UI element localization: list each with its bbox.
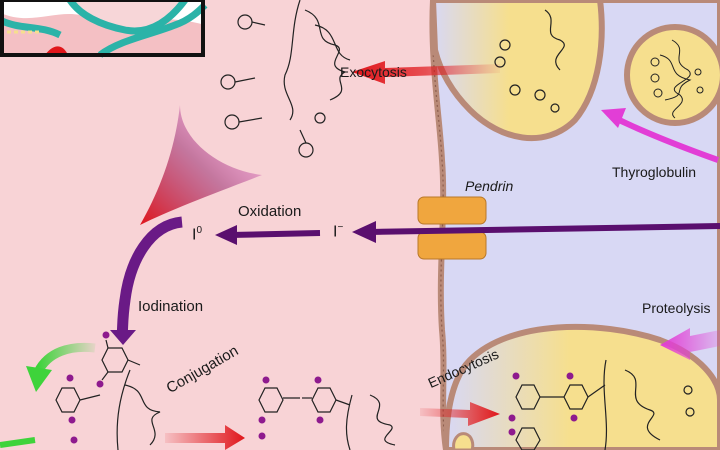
thyroglobulin-label: Thyroglobulin [612,164,697,180]
thyroglobulin-arrow [613,115,720,163]
follicle-inset-icon [0,0,208,58]
iodine-symbol: I [192,226,197,244]
small-vesicle [452,432,475,450]
exocytosis-label: Exocytosis [340,64,407,80]
thyroglobulin-vesicle [624,24,720,126]
oxidation-arrow [229,230,321,238]
iodinated-tyrosine-left [55,331,161,450]
thyroglobulin-molecule-top [220,0,565,158]
iodination-arrow [116,216,183,337]
pendrin-label: Pendrin [465,178,514,194]
iodination-plume [140,105,262,225]
endocytosis-arrow [420,402,500,426]
iodide-transport-arrow [369,223,720,235]
proteolysis-label: Proteolysis [642,300,711,316]
iodide-symbol: I [333,223,338,241]
conjugated-thyroxine-middle [258,376,396,450]
thyroxine-in-vesicle [508,359,695,450]
thyroglobulin-molecule-icon [650,39,704,119]
conjugation-arrow [165,425,245,450]
green-arrow [33,342,96,375]
iodination-label: Iodination [138,298,204,315]
proteolysis-arrow [660,328,720,360]
iodide-label: I− [333,222,343,241]
iodine-label: I0 [192,225,202,244]
iodide-charge: − [337,222,344,233]
iodine-oxidation-state: 0 [196,225,203,236]
pendrin-transporter-icon [417,196,487,260]
oxidation-label: Oxidation [238,203,302,220]
exocytosis-vesicle [429,0,605,142]
exocytosis-arrow [352,61,500,84]
